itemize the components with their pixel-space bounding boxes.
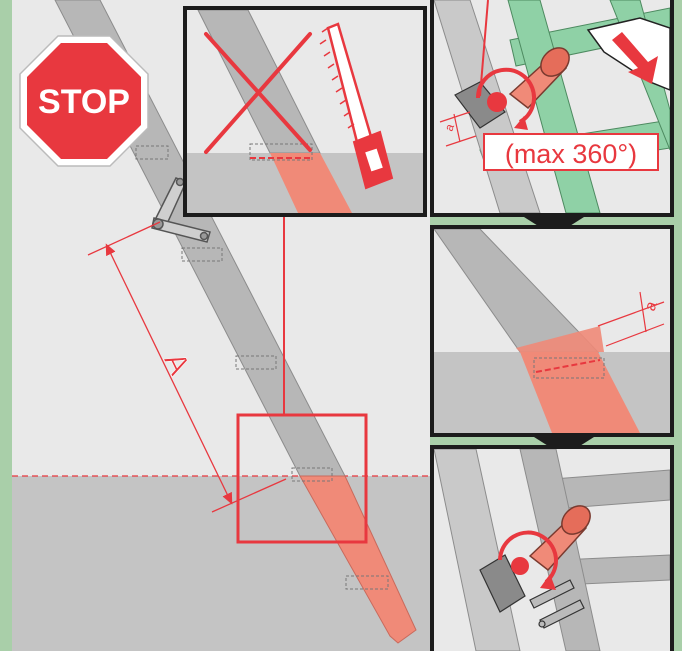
rotation-limit-label: (max 360°)	[505, 139, 637, 169]
inset-no-saw-panel	[183, 6, 427, 217]
panel-adjust-knob: a (max 360°)	[430, 0, 674, 217]
stop-sign-icon: STOP	[20, 36, 148, 166]
panel-measure-a: a	[430, 225, 674, 437]
stop-sign-label: STOP	[38, 83, 130, 121]
panel-final-adjust	[430, 445, 674, 651]
